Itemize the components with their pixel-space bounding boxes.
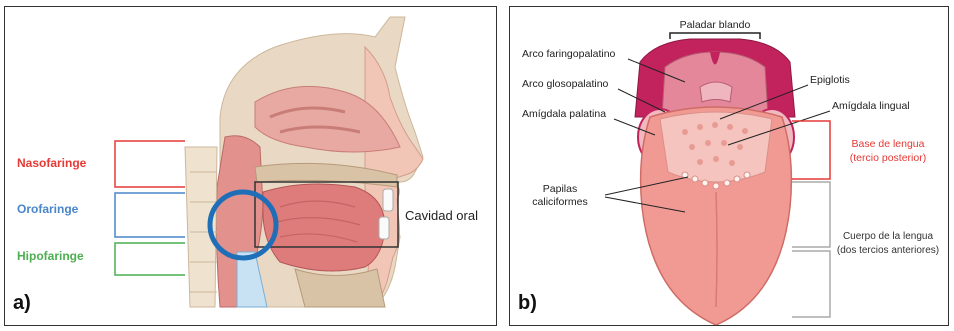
label-cuerpo-line1: Cuerpo de la lengua [843,231,934,242]
panel-b-letter: b) [518,292,537,315]
hipofaringe-bracket [115,243,185,275]
lower-teeth [379,217,389,239]
cuerpo-lengua-bracket-lower [792,251,830,317]
panel-b-tongue: Paladar blando Arco faringopalatino Arco… [509,6,949,326]
label-papilas-line1: Papilas [543,183,577,195]
label-arco-faringopalatino: Arco faringopalatino [522,48,616,60]
orofaringe-bracket [115,193,185,237]
panel-a-letter: a) [13,292,31,315]
sagittal-head-illustration: Nasofaringe Orofaringe Hipofaringe Cavid… [5,7,497,326]
paladar-blando-bracket [670,33,760,39]
label-base-line2: (tercio posterior) [850,152,926,164]
label-orofaringe: Orofaringe [17,202,79,216]
label-nasofaringe: Nasofaringe [17,156,87,170]
label-hipofaringe: Hipofaringe [17,249,84,263]
upper-teeth [383,189,393,211]
tongue-sagittal [263,184,385,271]
label-arco-glosopalatino: Arco glosopalatino [522,78,609,90]
label-base-line1: Base de lengua [852,138,925,150]
label-cavidad-oral: Cavidad oral [405,208,478,223]
epiglottis [700,82,732,102]
label-amigdala-palatina: Amígdala palatina [522,108,606,120]
label-epiglotis: Epiglotis [810,74,850,86]
cuerpo-lengua-bracket-upper [792,182,830,247]
nasofaringe-bracket [115,141,185,187]
label-paladar-blando: Paladar blando [680,19,751,31]
tongue-illustration: Paladar blando Arco faringopalatino Arco… [510,7,949,326]
label-papilas-line2: caliciformes [532,196,587,208]
label-cuerpo-line2: (dos tercios anteriores) [837,245,939,256]
label-amigdala-lingual: Amígdala lingual [832,100,910,112]
base-lengua-bracket [792,121,830,179]
panel-a-sagittal-head: Nasofaringe Orofaringe Hipofaringe Cavid… [4,6,497,326]
